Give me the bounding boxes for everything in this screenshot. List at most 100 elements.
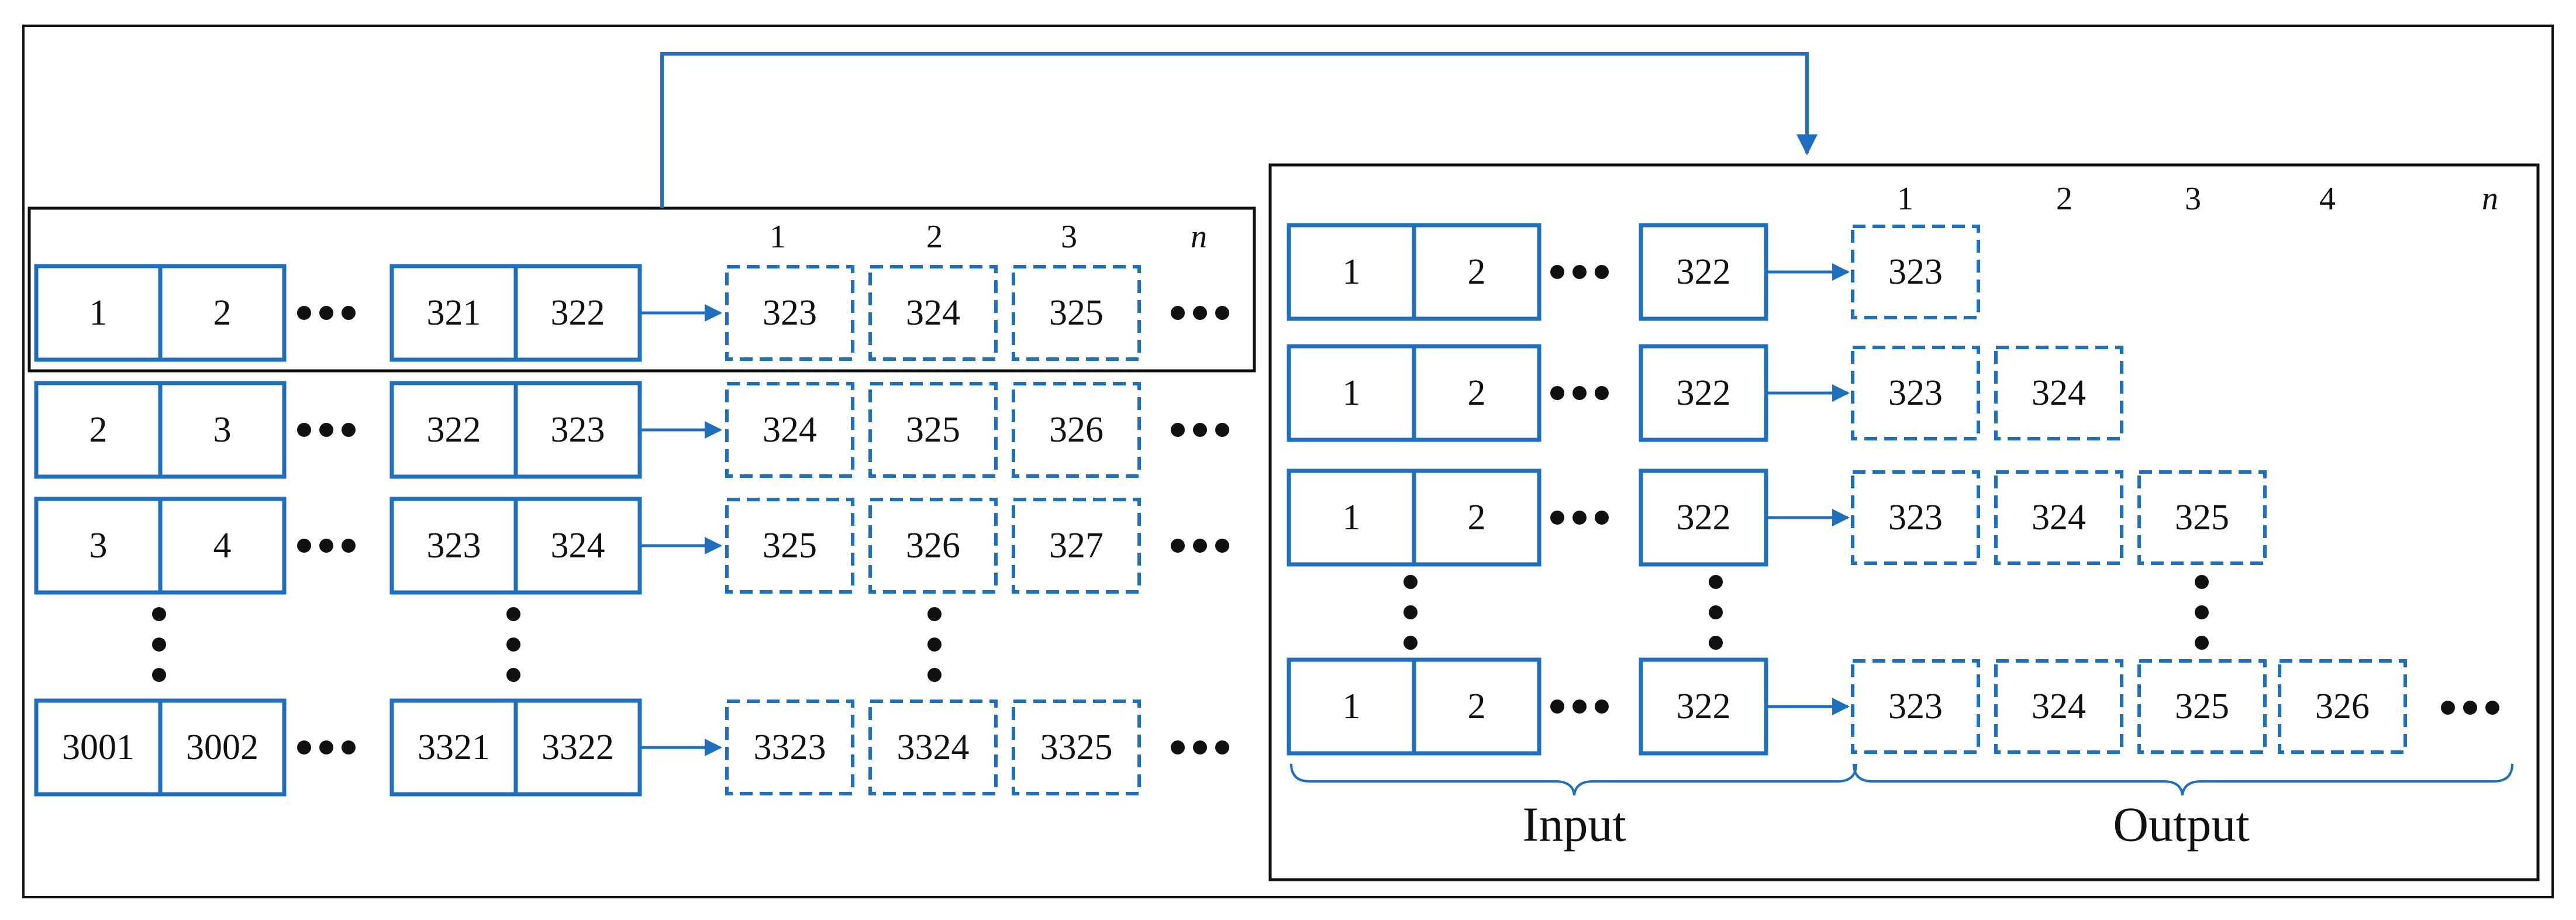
left-row-4-output-1: 3323 (725, 700, 854, 795)
right-row-3-output-3: 325 (2137, 470, 2267, 565)
left-output-column-ellipsis-dot-2 (927, 638, 942, 652)
left-row-4-output-3: 3325 (1012, 700, 1141, 795)
left-row-1-output-1-label: 323 (763, 293, 817, 333)
left-row-4-input-2: 3002 (158, 698, 287, 797)
input-caption: Input (1522, 798, 1626, 852)
left-row-3-output-3-box (1012, 498, 1141, 594)
right-row-1-output-1: 323 (1851, 225, 1980, 319)
left-row-1-output-2-label: 324 (906, 293, 960, 333)
left-row-4-middle-ellipsis-dot-3 (342, 740, 356, 754)
left-row-3-tail-1-label: 323 (427, 526, 481, 566)
right-row-2-tail: 322 (1639, 344, 1768, 442)
right-input-column-ellipsis-dot-1 (1403, 575, 1418, 589)
right-output-column-ellipsis-dot-2 (2195, 605, 2209, 619)
left-row-4-tail-1: 3321 (389, 698, 518, 797)
left-row-4-output-2: 3324 (868, 700, 998, 795)
right-row-1-input-1: 1 (1287, 223, 1416, 321)
right-row-3-middle-ellipsis-dot-3 (1595, 511, 1609, 525)
left-row-1-output-3: 325 (1012, 265, 1141, 361)
right-row-4-output-4: 326 (2278, 659, 2407, 754)
left-row-2-trailing-ellipsis-dot-3 (1215, 423, 1229, 437)
right-tail-column-ellipsis-dot-1 (1709, 575, 1723, 589)
left-row-1-middle-ellipsis-dot-1 (297, 306, 311, 320)
right-row-3-output-2-box (1994, 470, 2123, 565)
right-row-4-middle-ellipsis-dot-2 (1573, 700, 1587, 714)
right-row-4-output-3-box (2137, 659, 2267, 754)
left-row-4-trailing-ellipsis-dot-1 (1171, 740, 1185, 754)
right-row-4-input-1-label: 1 (1343, 687, 1361, 726)
left-row-4-output-2-label: 3324 (897, 728, 970, 767)
right-row-2-input-2-box (1412, 344, 1542, 442)
left-row-2-output-3-box (1012, 382, 1141, 478)
left-first-column-ellipsis-dot-3 (152, 668, 166, 682)
right-row-3-output-1: 323 (1851, 470, 1980, 565)
right-row-4-output-4-box (2278, 659, 2407, 754)
left-row-3-output-3: 327 (1012, 498, 1141, 594)
right-tail-column-ellipsis-dot-2 (1709, 605, 1723, 619)
right-row-2-output-2-label: 324 (2032, 373, 2086, 413)
right-row-1-input-2: 2 (1412, 223, 1542, 321)
output-brace (1853, 763, 2513, 796)
connector-line (660, 52, 1818, 208)
left-row-2-input-2-box (158, 381, 287, 479)
left-col-header-2: 2 (926, 219, 943, 255)
right-row-2-middle-ellipsis-dot-3 (1595, 386, 1609, 400)
right-row-3-tail: 322 (1639, 468, 1768, 567)
left-row-2-tail-2-label: 323 (551, 410, 605, 450)
left-row-1-output-3-box (1012, 265, 1141, 361)
right-col-header-2: 2 (2056, 181, 2072, 217)
right-row-2: 1 2 322 323 324 (1287, 344, 2123, 442)
right-row-2-input-1: 1 (1287, 344, 1416, 442)
right-row-2-output-1-label: 323 (1888, 373, 1943, 413)
left-row-4-tail-2: 3322 (513, 698, 642, 797)
right-row-4-output-3-label: 325 (2175, 687, 2229, 726)
left-row-4-input-2-label: 3002 (186, 728, 258, 767)
left-row-4-trailing-ellipsis-dot-2 (1193, 740, 1207, 754)
right-row-2-tail-label: 322 (1677, 373, 1731, 413)
left-tail-column-ellipsis-dot-2 (506, 638, 520, 652)
left-row-3-output-2: 326 (868, 498, 998, 594)
left-row-1-tail-2: 322 (513, 264, 642, 362)
left-row-2-trailing-ellipsis-dot-2 (1193, 423, 1207, 437)
right-output-column-ellipsis-dot-1 (2195, 575, 2209, 589)
right-row-3-input-2-label: 2 (1468, 498, 1486, 537)
right-row-1-middle-ellipsis-dot-2 (1573, 265, 1587, 279)
left-row-1-trailing-ellipsis-dot-2 (1193, 306, 1207, 320)
right-row-4-output-1-label: 323 (1888, 687, 1943, 726)
left-output-column-ellipsis-dot-3 (927, 668, 942, 682)
left-row-3-input-2-label: 4 (213, 526, 232, 566)
right-row-4-output-3: 325 (2137, 659, 2267, 754)
left-row-1-output-1-box (725, 265, 854, 361)
left-row-3-tail-1: 323 (389, 497, 518, 595)
right-row-4-input-2-box (1412, 657, 1542, 756)
right-row-4-middle-ellipsis-dot-3 (1595, 700, 1609, 714)
left-row-1-output-2-box (868, 265, 998, 361)
left-row-2-output-3-label: 326 (1049, 410, 1103, 450)
right-row-2-input-1-label: 1 (1343, 373, 1361, 413)
left-row-4-output-1-box (725, 700, 854, 795)
left-first-column-ellipsis-dot-2 (152, 638, 166, 652)
left-row-2-output-1-label: 324 (763, 410, 817, 450)
right-input-column-ellipsis-dot-3 (1403, 636, 1418, 650)
left-row-3-output-1-label: 325 (763, 526, 817, 566)
left-row-3-input-2: 4 (158, 497, 287, 595)
left-row-2-output-2: 325 (868, 382, 998, 478)
left-row-3-middle-ellipsis-dot-2 (319, 539, 333, 553)
first-sample-frame (27, 206, 1256, 373)
left-row-1-input-2-label: 2 (213, 293, 232, 333)
right-last-row-trailing-ellipsis-dot-2 (2463, 701, 2477, 715)
right-row-2-input-2-label: 2 (1468, 373, 1486, 413)
right-row-1-middle-ellipsis-dot-1 (1550, 265, 1564, 279)
right-row-4-input-2-label: 2 (1468, 687, 1486, 726)
left-row-2-input-2: 3 (158, 381, 287, 479)
right-row-2-input-2: 2 (1412, 344, 1542, 442)
right-column-headers: 1 2 3 4 n (1897, 181, 2498, 217)
right-row-2-output-1-box (1851, 346, 1980, 440)
left-row-4-output-1-label: 3323 (754, 728, 826, 767)
left-row-1-trailing-ellipsis-dot-3 (1215, 306, 1229, 320)
